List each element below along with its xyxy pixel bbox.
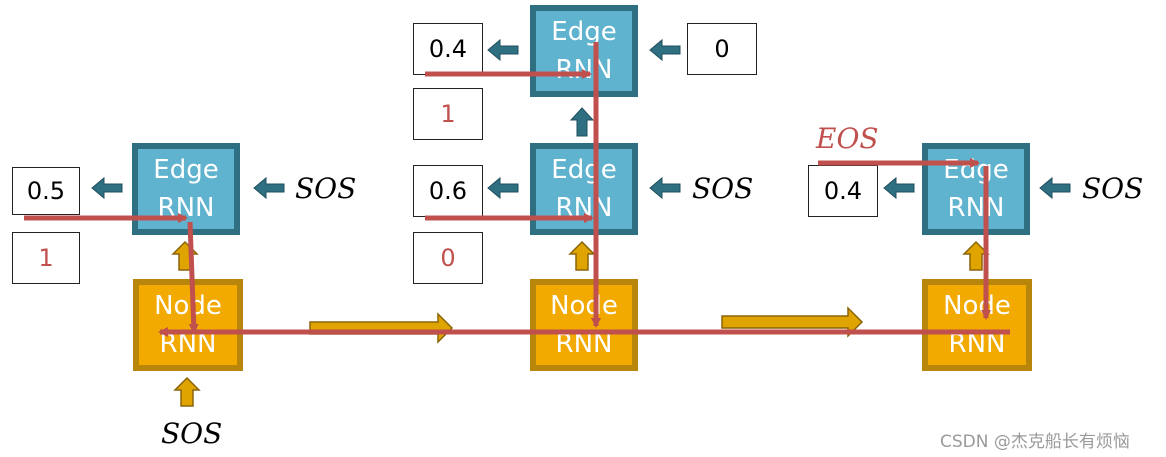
c2-upper-sample-value: 1 — [413, 88, 483, 140]
node-rnn-col3: Node RNN — [922, 279, 1032, 371]
c2-lower-output-value: 0.6 — [413, 165, 483, 217]
edge-rnn-label-1: Edge — [153, 155, 219, 185]
gold-right-arrow-2 — [721, 306, 864, 338]
teal-left-arrow-c2l-out — [487, 176, 519, 200]
c2-upper-input-value: 0 — [687, 23, 757, 75]
edge-rnn-label-1: Edge — [551, 155, 617, 185]
sos-label-c1-edge: SOS — [295, 172, 357, 205]
watermark: CSDN @杰克船长有烦恼 — [940, 432, 1130, 452]
c2-lower-sample-value: 0 — [413, 232, 483, 284]
gold-right-arrow-1 — [309, 312, 454, 344]
sos-label-c2-edge: SOS — [692, 172, 754, 205]
teal-left-arrow-c3-out — [883, 176, 915, 200]
c1-edge-output-value: 0.5 — [12, 167, 80, 215]
gold-up-arrow-sos — [173, 376, 201, 407]
teal-up-arrow-c2 — [569, 107, 595, 137]
node-rnn-col1: Node RNN — [133, 279, 243, 371]
teal-left-arrow-c1-in — [253, 176, 285, 200]
edge-rnn-label-2: RNN — [947, 193, 1005, 223]
c3-edge-output-value: 0.4 — [808, 165, 878, 217]
red-path-c1-down — [187, 221, 199, 334]
teal-left-arrow-c1-out — [91, 176, 123, 200]
teal-left-arrow-c3-in — [1039, 176, 1071, 200]
node-rnn-label-1: Node — [550, 291, 618, 321]
edge-rnn-col2-upper: Edge RNN — [530, 5, 638, 97]
gold-up-arrow-c2 — [568, 240, 596, 271]
sos-label-c1-node: SOS — [161, 417, 223, 450]
teal-left-arrow-c2l-in — [649, 176, 681, 200]
teal-left-arrow-c2u-out — [487, 38, 519, 62]
node-rnn-label-1: Node — [154, 291, 222, 321]
node-rnn-label-1: Node — [943, 291, 1011, 321]
edge-rnn-label-1: Edge — [551, 17, 617, 47]
teal-left-arrow-c2u-in — [649, 38, 681, 62]
c2-upper-output-value: 0.4 — [413, 23, 483, 75]
sos-label-c3-edge: SOS — [1082, 172, 1144, 205]
c1-edge-sample-value: 1 — [12, 232, 80, 284]
eos-label: EOS — [816, 122, 879, 155]
